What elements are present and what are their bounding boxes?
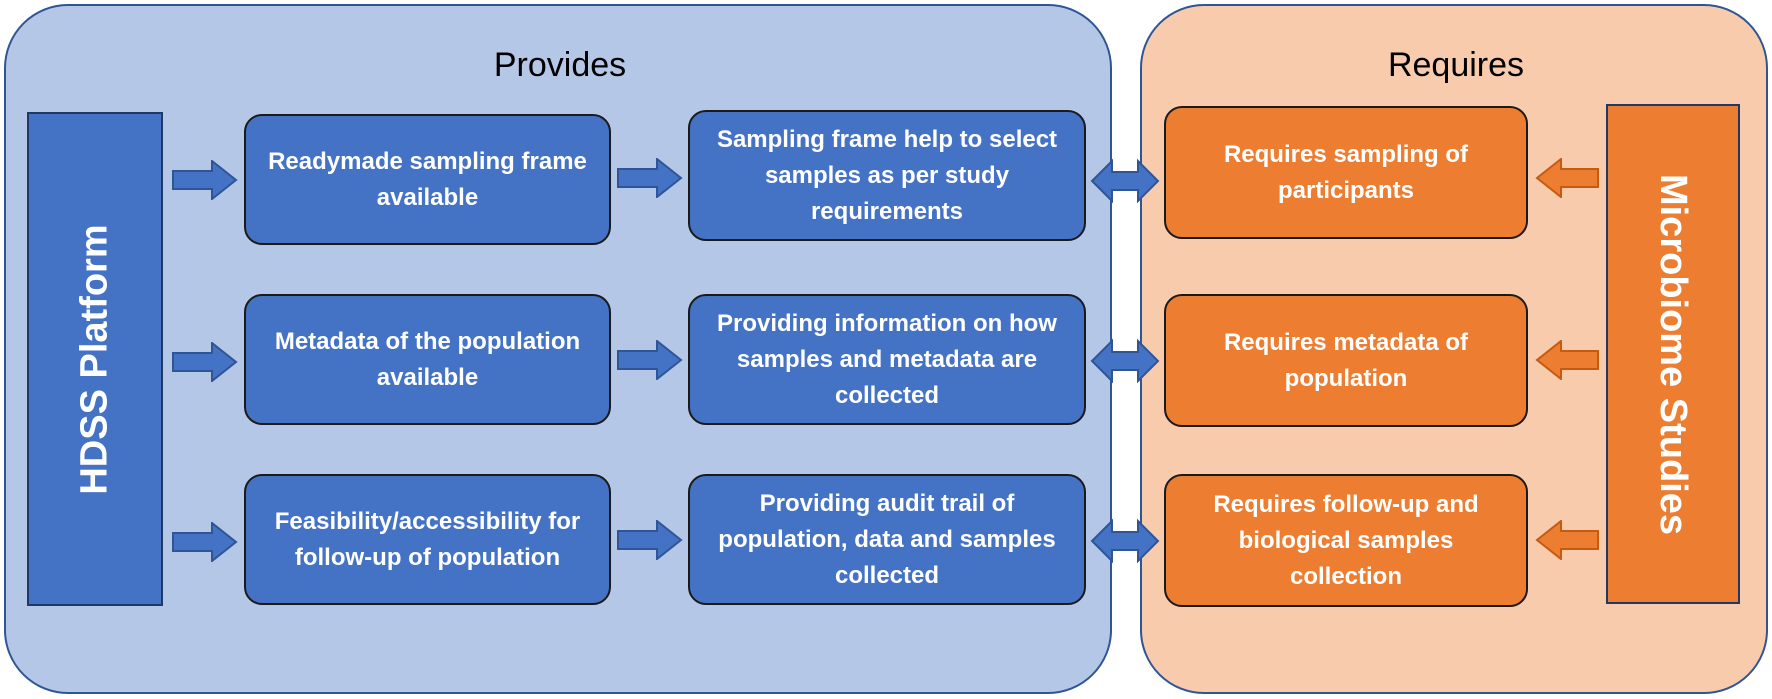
right-arrow-icon — [617, 340, 683, 380]
left-arrow-icon — [1535, 158, 1599, 198]
left-arrow-icon — [1535, 520, 1599, 560]
provides-col2-box-3: Providing audit trail of population, dat… — [688, 474, 1086, 605]
provides-col2-box-2: Providing information on how samples and… — [688, 294, 1086, 425]
double-arrow-icon — [1090, 158, 1160, 204]
provides-col2-box-1: Sampling frame help to select samples as… — [688, 110, 1086, 241]
requires-box-1: Requires sampling of participants — [1164, 106, 1528, 239]
provides-col1-box-3: Feasibility/accessibility for follow-up … — [244, 474, 611, 605]
requires-box-3: Requires follow-up and biological sample… — [1164, 474, 1528, 607]
hdss-platform-label: HDSS Platform — [73, 223, 116, 495]
right-arrow-icon — [172, 160, 238, 200]
double-arrow-icon — [1090, 338, 1160, 384]
right-arrow-icon — [172, 342, 238, 382]
left-arrow-icon — [1535, 340, 1599, 380]
right-arrow-icon — [617, 520, 683, 560]
provides-col1-box-2: Metadata of the population available — [244, 294, 611, 425]
microbiome-studies-bar: Microbiome Studies — [1606, 104, 1740, 604]
provides-col1-box-1: Readymade sampling frame available — [244, 114, 611, 245]
double-arrow-icon — [1090, 518, 1160, 564]
requires-title: Requires — [1387, 46, 1525, 84]
right-arrow-icon — [617, 158, 683, 198]
requires-box-2: Requires metadata of population — [1164, 294, 1528, 427]
provides-title: Provides — [493, 46, 627, 84]
hdss-platform-bar: HDSS Platform — [27, 112, 163, 606]
microbiome-studies-label: Microbiome Studies — [1652, 173, 1695, 535]
right-arrow-icon — [172, 522, 238, 562]
